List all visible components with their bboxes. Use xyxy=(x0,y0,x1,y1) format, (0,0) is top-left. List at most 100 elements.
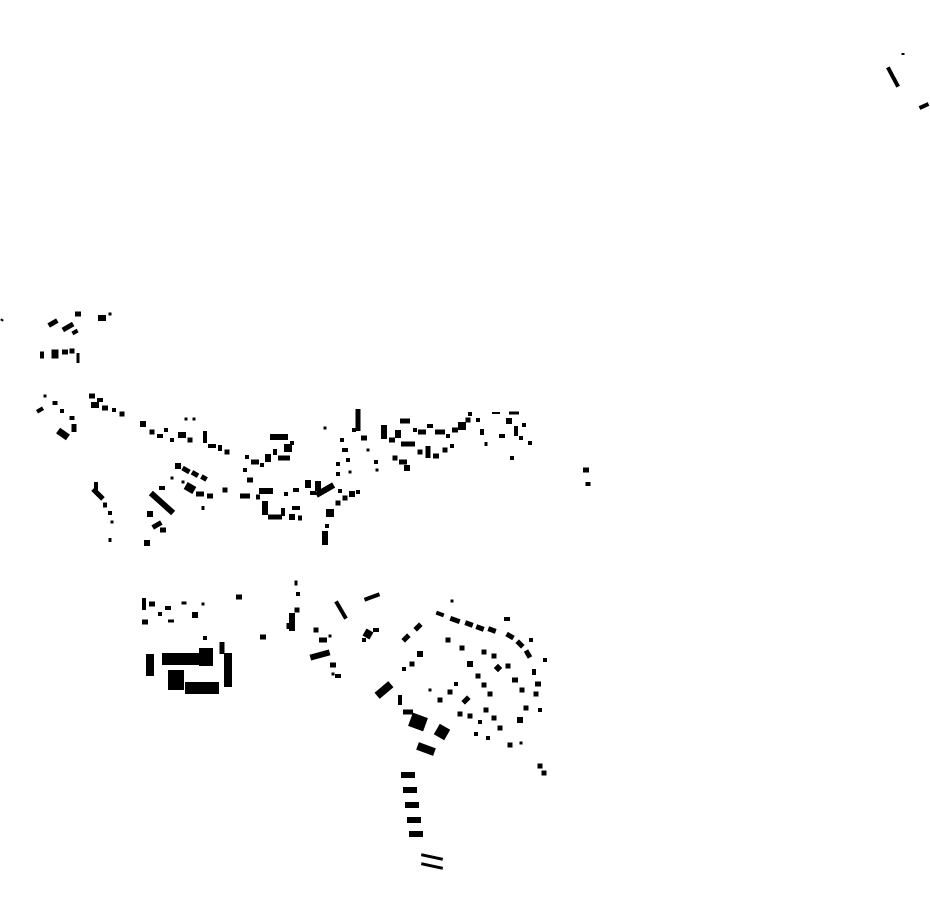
building xyxy=(181,601,187,605)
building xyxy=(328,634,332,638)
building xyxy=(142,598,146,610)
building xyxy=(97,398,103,402)
building xyxy=(119,411,125,417)
building xyxy=(289,514,295,520)
building xyxy=(298,515,302,521)
building xyxy=(144,540,150,546)
building xyxy=(236,594,242,600)
building xyxy=(425,446,431,458)
building xyxy=(409,831,423,837)
building xyxy=(69,416,75,420)
building xyxy=(47,318,59,328)
building xyxy=(401,772,415,778)
building xyxy=(487,626,497,634)
building xyxy=(918,102,930,110)
building xyxy=(91,402,99,408)
building xyxy=(506,418,512,424)
building xyxy=(201,506,205,510)
building xyxy=(510,456,514,460)
building xyxy=(512,677,518,683)
building xyxy=(146,654,154,676)
building xyxy=(522,423,526,427)
building xyxy=(199,648,213,666)
building xyxy=(148,490,176,516)
building xyxy=(499,434,505,438)
building xyxy=(342,495,348,501)
building xyxy=(346,458,350,462)
building xyxy=(401,633,411,643)
building xyxy=(361,435,367,441)
building xyxy=(259,488,273,494)
building xyxy=(483,707,489,713)
building xyxy=(170,476,174,480)
building xyxy=(442,447,448,453)
building xyxy=(381,425,387,439)
building xyxy=(491,715,497,721)
building xyxy=(362,638,366,642)
building xyxy=(168,619,174,623)
building xyxy=(108,511,112,515)
building xyxy=(147,511,153,517)
building xyxy=(218,445,222,451)
building xyxy=(392,455,398,461)
building xyxy=(315,481,321,491)
building xyxy=(219,642,225,654)
building xyxy=(420,853,444,861)
building xyxy=(247,477,253,483)
building xyxy=(491,653,497,659)
building xyxy=(170,438,174,442)
building xyxy=(292,506,300,510)
building xyxy=(183,482,197,494)
building xyxy=(159,486,165,490)
building xyxy=(71,424,77,432)
building xyxy=(475,624,485,632)
building xyxy=(334,600,348,620)
building xyxy=(528,441,532,445)
building xyxy=(446,434,450,438)
building xyxy=(56,427,70,441)
building xyxy=(543,658,547,662)
building xyxy=(519,687,525,693)
building xyxy=(352,428,356,432)
building xyxy=(541,770,547,776)
building xyxy=(76,353,80,363)
building xyxy=(270,434,288,440)
building xyxy=(504,617,510,621)
building xyxy=(585,482,591,486)
building xyxy=(514,426,518,436)
building xyxy=(91,487,105,501)
building xyxy=(142,619,148,625)
building xyxy=(418,429,426,435)
building xyxy=(373,628,379,632)
building xyxy=(468,412,472,416)
building xyxy=(330,662,336,668)
building xyxy=(437,697,443,703)
building xyxy=(450,444,454,448)
building xyxy=(467,713,473,719)
building xyxy=(417,449,423,455)
building xyxy=(481,649,487,655)
building xyxy=(467,661,473,667)
building xyxy=(75,311,81,317)
building xyxy=(465,417,471,423)
building xyxy=(403,709,413,715)
building xyxy=(445,637,451,643)
building xyxy=(428,688,432,692)
building xyxy=(420,862,444,870)
building xyxy=(583,467,589,473)
building xyxy=(208,444,216,448)
building xyxy=(313,627,319,633)
building xyxy=(260,463,264,467)
building xyxy=(89,393,95,399)
building xyxy=(348,470,352,474)
building xyxy=(108,538,112,542)
building xyxy=(389,437,395,443)
building xyxy=(281,508,285,516)
building xyxy=(492,412,500,414)
building xyxy=(94,482,98,490)
building xyxy=(407,817,421,823)
building xyxy=(493,663,503,673)
building xyxy=(417,651,423,657)
